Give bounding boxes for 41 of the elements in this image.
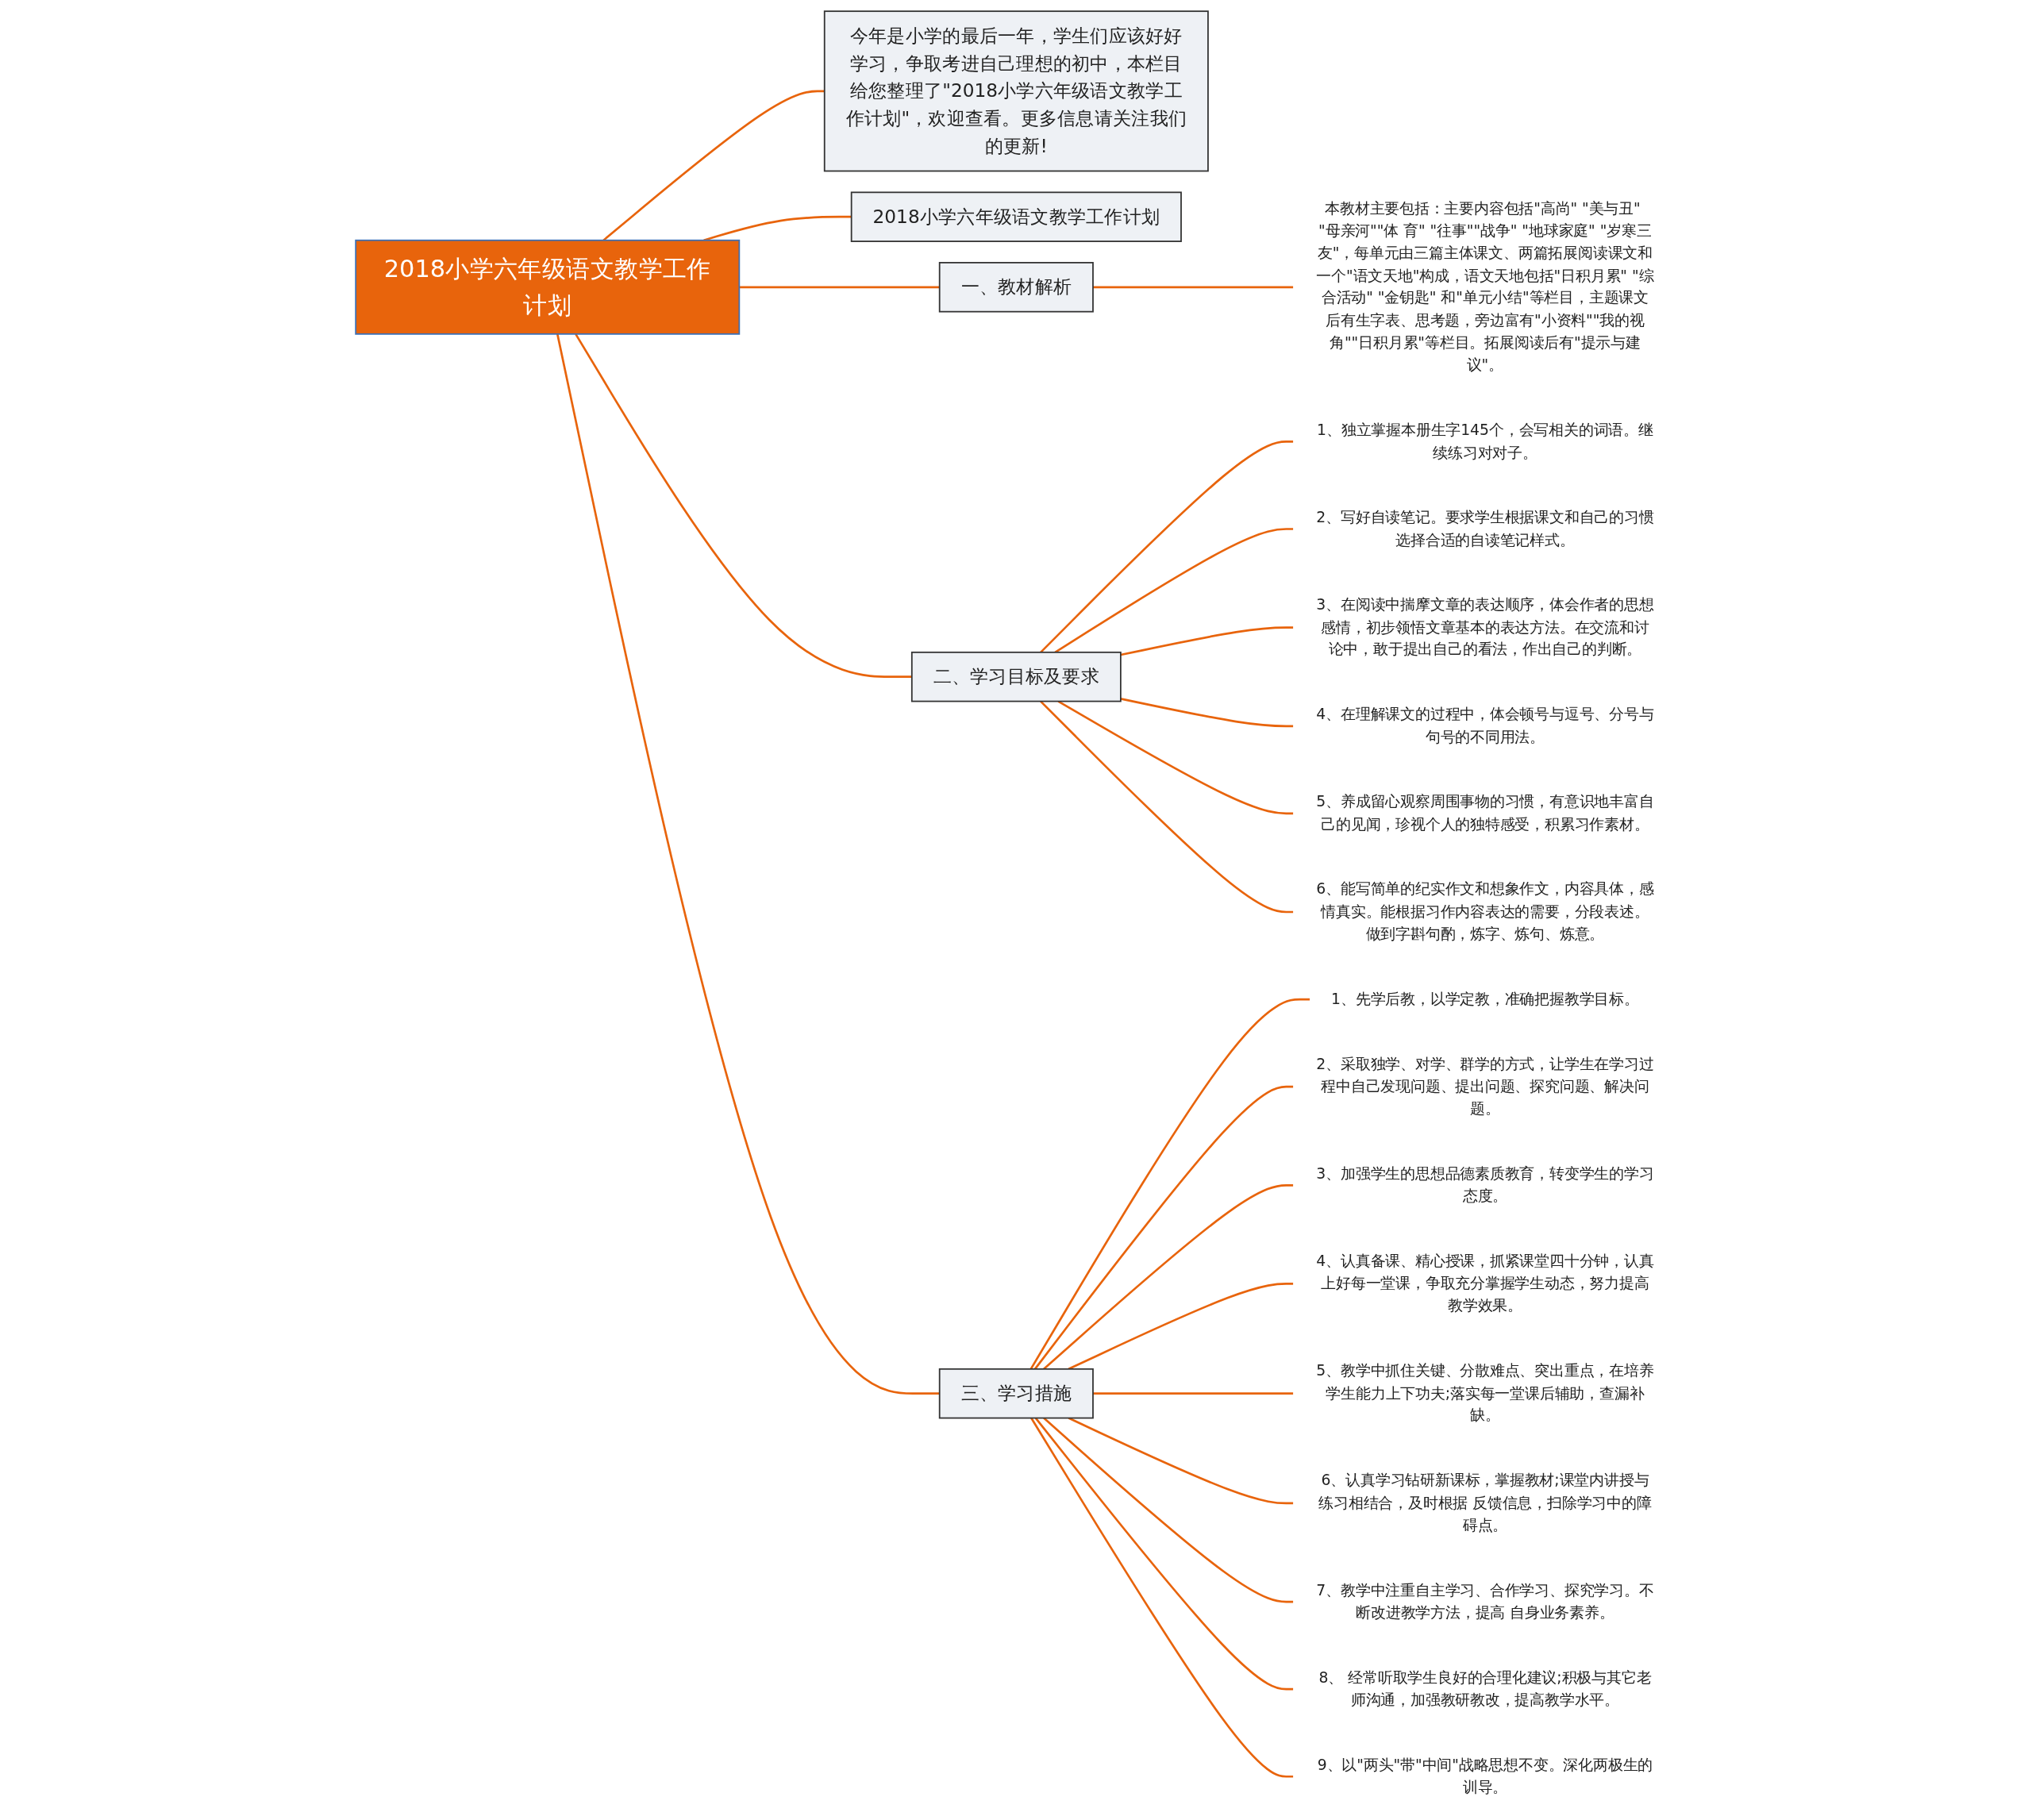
connector	[1029, 1417, 1293, 1778]
node-text: 1、独立掌握本册生字145个，会写相关的词语。继续练习对对子。	[1316, 421, 1653, 461]
connector	[1068, 1282, 1293, 1370]
connector	[1034, 1417, 1293, 1690]
node-text: 1、先学后教，以学定教，准确把握教学目标。	[1330, 990, 1639, 1007]
connector	[1039, 440, 1293, 653]
connector	[702, 215, 852, 241]
connector	[1039, 700, 1293, 913]
node-text: 5、养成留心观察周围事物的习惯，有意识地丰富自己的见闻，珍视个人的独特感受，积累习作素材。	[1315, 792, 1654, 833]
connector	[602, 90, 825, 241]
connector	[1120, 625, 1293, 656]
connector	[1092, 285, 1293, 288]
node-box: 一、教材解析	[938, 261, 1094, 313]
node-text: 3、在阅读中揣摩文章的表达顺序，体会作者的思想感情，初步领悟文章基本的表达方法。在交流和讨论中，敢于提出自己的看法，作出自己的判断。	[1315, 595, 1654, 658]
connector	[1042, 1183, 1293, 1370]
connector	[1092, 1391, 1293, 1395]
connector	[1042, 1417, 1293, 1603]
node-text: 4、在理解课文的过程中，体会顿号与逗号、分号与句号的不同用法。	[1315, 705, 1654, 745]
connector	[1120, 697, 1293, 727]
node-text: 6、认真学习钻研新课标，掌握教材;课堂内讲授与练习相结合，及时根据 反馈信息，扫除学习中的障碍点。	[1318, 1471, 1652, 1533]
connector	[739, 285, 940, 288]
node-text: 3、加强学生的思想品德素质教育，转变学生的学习态度。	[1315, 1164, 1654, 1204]
node-box: 二、学习目标及要求	[910, 651, 1122, 702]
node-text: 8、 经常听取学生良好的合理化建议;积极与其它老师沟通，加强教研教改，提高教学水平。	[1318, 1668, 1652, 1708]
connector	[556, 333, 940, 1395]
node-text: 9、以"两头"带"中间"战略思想不变。深化两极生的训导。	[1317, 1756, 1653, 1795]
node-text: 7、教学中注重自主学习、合作学习、探究学习。不断改进教学方法，提高 自身业务素养。	[1315, 1581, 1654, 1621]
node-box: 三、学习措施	[938, 1368, 1094, 1418]
connector	[1029, 998, 1310, 1369]
node-box: 今年是小学的最后一年，学生们应该好好学习，争取考进自己理想的初中，本栏目给您整理了"2018小学六年级语文教学工作计划"，欢迎查看。更多信息请关注我们的更新!	[823, 10, 1209, 171]
node-text: 4、认真备课、精心授课，抓紧课堂四十分钟，认真上好每一堂课，争取充分掌握学生动态，努力提高教学效果。	[1315, 1252, 1654, 1314]
node-text: 2、写好自读笔记。要求学生根据课文和自己的习惯选择合适的自读笔记样式。	[1315, 508, 1654, 548]
connector	[1033, 1085, 1293, 1370]
node-box: 2018小学六年级语文教学工作计划	[354, 239, 740, 335]
node-text: 6、能写简单的纪实作文和想象作文，内容具体，感情真实。能根据习作内容表达的需要，分段表述。做到字斟句酌，炼字、炼句、炼意。	[1315, 879, 1654, 942]
node-text: 5、教学中抓住关键、分散难点、突出重点，在培养学生能力上下功夫;落实每一堂课后辅助，查漏补缺。	[1315, 1361, 1654, 1424]
node-text: 本教材主要包括：主要内容包括"高尚" "美与丑" "母亲河""体 育" "往事""战争" "地球家庭" "岁寒三友"，每单元由三篇主体课文、两篇拓展阅读课文和一个"语文天地"构成，语文天地包括"日积月累" "综合活动" "金钥匙" 和"单元小结"等栏目，主题课文后有生字表、思考题，旁边富有"小资料""我的视角""日积月累"等栏目。拓展阅读后有"提示与建议"。	[1316, 199, 1654, 374]
connector	[574, 333, 912, 678]
connector	[1054, 527, 1293, 653]
node-box: 2018小学六年级语文教学工作计划	[850, 190, 1182, 242]
node-text: 2、采取独学、对学、群学的方式，让学生在学习过程中自己发现问题、提出问题、探究问题、解决问题。	[1315, 1055, 1654, 1117]
